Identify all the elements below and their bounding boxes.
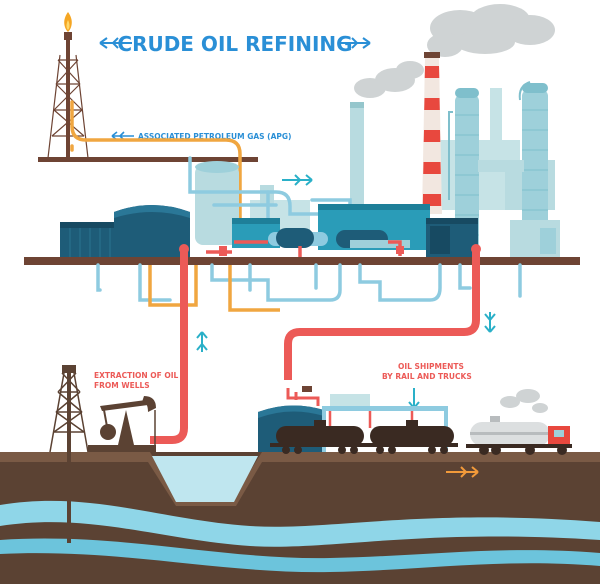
process-pipes-upper xyxy=(188,156,352,234)
extraction-label-line2: FROM WELLS xyxy=(94,381,150,390)
process-pipes-lower xyxy=(96,263,522,302)
storage-tank-icon xyxy=(60,222,122,258)
flare-platform xyxy=(38,157,258,162)
valve-icon xyxy=(396,246,404,254)
smokestack-icon xyxy=(422,52,442,214)
rail-tanker-icon xyxy=(270,420,370,454)
flow-arrow-icon xyxy=(99,37,371,49)
shipments-label-line1: OIL SHIPMENTS xyxy=(398,362,464,371)
flow-arrow-icon xyxy=(446,466,479,478)
apg-label: ASSOCIATED PETROLEUM GAS (APG) xyxy=(138,132,291,141)
water-layer-deep xyxy=(0,538,600,573)
oil-derrick-icon xyxy=(49,365,89,543)
soil-surface xyxy=(0,452,600,506)
oil-pipes-upper xyxy=(206,240,404,258)
oil-pipe-main xyxy=(150,244,189,444)
pump-jack-icon xyxy=(88,396,156,452)
oil-reservoir-pit xyxy=(152,456,258,502)
smoke-clouds xyxy=(354,4,555,98)
gas-pipes-lower xyxy=(148,265,280,312)
flow-arrow-icon xyxy=(111,131,134,141)
storage-tank-icon xyxy=(114,205,190,258)
water-layer xyxy=(0,500,600,547)
valve-icon xyxy=(219,246,227,256)
extraction-label-line1: EXTRACTION OF OIL xyxy=(94,371,179,380)
storage-tank-icon xyxy=(426,218,478,258)
ground xyxy=(0,452,600,584)
page-title: CRUDE OIL REFINING xyxy=(117,32,352,56)
title-block: CRUDE OIL REFINING xyxy=(99,32,371,56)
gas-pipes xyxy=(70,100,242,222)
flow-arrow-icon xyxy=(196,312,496,409)
rail-tanker-icon xyxy=(366,420,458,454)
flare-icon xyxy=(47,12,89,159)
oil-pipe-shipment xyxy=(284,244,481,380)
refinery-units xyxy=(232,204,430,250)
refinery-platform xyxy=(24,257,580,265)
flow-arrow-icon xyxy=(282,174,313,186)
large-tanks xyxy=(60,205,478,258)
distillation-column-icon xyxy=(448,81,560,258)
shipments-label-line2: BY RAIL AND TRUCKS xyxy=(382,372,472,381)
tanker-truck-icon xyxy=(466,389,572,455)
